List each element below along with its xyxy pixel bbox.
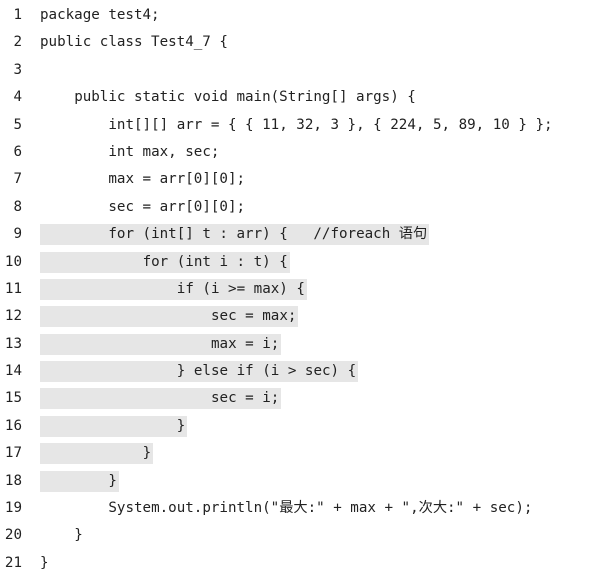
- line-number: 16: [4, 417, 22, 434]
- code-line: 4 public static void main(String[] args) …: [0, 84, 607, 111]
- code-line: 11 if (i >= max) {: [0, 276, 607, 303]
- code-line: 20}: [0, 522, 607, 549]
- highlighted-code-text: } else if (i > sec) {: [40, 361, 359, 383]
- line-number: 1: [13, 7, 22, 23]
- code-line: 7 max = arr[0][0];: [0, 166, 607, 193]
- highlighted-code-text: sec = i;: [40, 388, 282, 410]
- line-number: 14: [4, 363, 22, 380]
- highlighted-code-text: for (int[] t : arr) { //foreach 语句: [40, 224, 430, 246]
- code-text: package test4;: [40, 7, 160, 23]
- code-line: 3: [0, 57, 607, 84]
- line-number: 13: [4, 335, 22, 352]
- code-line: 2 public class Test4_7 {: [0, 29, 607, 56]
- code-line: 13 max = i;: [0, 331, 607, 358]
- code-text: [40, 60, 42, 81]
- code-line: 10 for (int i : t) {: [0, 249, 607, 276]
- code-line: 18}: [0, 468, 607, 495]
- code-line: 12 sec = max;: [0, 303, 607, 330]
- code-line: 14 } else if (i > sec) {: [0, 358, 607, 385]
- code-line: 6 int max, sec;: [0, 139, 607, 166]
- line-number: 21: [4, 554, 22, 571]
- code-text: public class Test4_7 {: [40, 34, 228, 51]
- highlighted-code-text: max = i;: [40, 333, 282, 355]
- line-number: 18: [4, 472, 22, 489]
- line-number: 20: [4, 527, 22, 544]
- line-number: 6: [13, 143, 22, 160]
- line-number: 10: [4, 253, 22, 270]
- code-text: int max, sec;: [108, 143, 220, 160]
- line-number: 15: [4, 390, 22, 407]
- code-text: int[][] arr = { { 11, 32, 3 }, { 224, 5,…: [108, 116, 553, 133]
- line-number: 8: [13, 198, 22, 215]
- highlighted-code-text: }: [40, 415, 188, 437]
- line-number: 5: [13, 116, 22, 133]
- code-line: 21}: [0, 550, 607, 577]
- code-text: sec = arr[0][0];: [108, 198, 246, 215]
- line-number: 2: [13, 34, 22, 51]
- line-number: 11: [4, 280, 22, 297]
- highlighted-code-text: sec = max;: [40, 306, 299, 328]
- line-number: 19: [4, 500, 22, 517]
- highlighted-code-text: }: [40, 470, 119, 492]
- code-line: 8 sec = arr[0][0];: [0, 194, 607, 221]
- line-number: 7: [13, 171, 22, 188]
- code-text: max = arr[0][0];: [108, 171, 246, 188]
- code-text: }: [40, 554, 49, 571]
- line-number: 9: [13, 226, 22, 243]
- highlighted-code-text: }: [40, 443, 154, 465]
- code-text: }: [74, 527, 83, 544]
- code-text: System.out.println("最大:" + max + ",次大:" …: [108, 500, 533, 517]
- code-line: 1 package test4;: [0, 2, 607, 29]
- line-number: 17: [4, 445, 22, 462]
- highlighted-code-text: if (i >= max) {: [40, 278, 307, 300]
- code-line: 19 System.out.println("最大:" + max + ",次大:…: [0, 495, 607, 522]
- code-text: public static void main(String[] args) {: [74, 89, 416, 106]
- code-line: 17}: [0, 440, 607, 467]
- highlighted-code-text: for (int i : t) {: [40, 251, 290, 273]
- code-line: 5 int[][] arr = { { 11, 32, 3 }, { 224, 5…: [0, 112, 607, 139]
- code-line: 9 for (int[] t : arr) { //foreach 语句: [0, 221, 607, 248]
- line-number: 12: [4, 308, 22, 325]
- line-number: 4: [13, 89, 22, 106]
- line-number: 3: [13, 61, 22, 78]
- code-line: 15 sec = i;: [0, 385, 607, 412]
- code-line: 16}: [0, 413, 607, 440]
